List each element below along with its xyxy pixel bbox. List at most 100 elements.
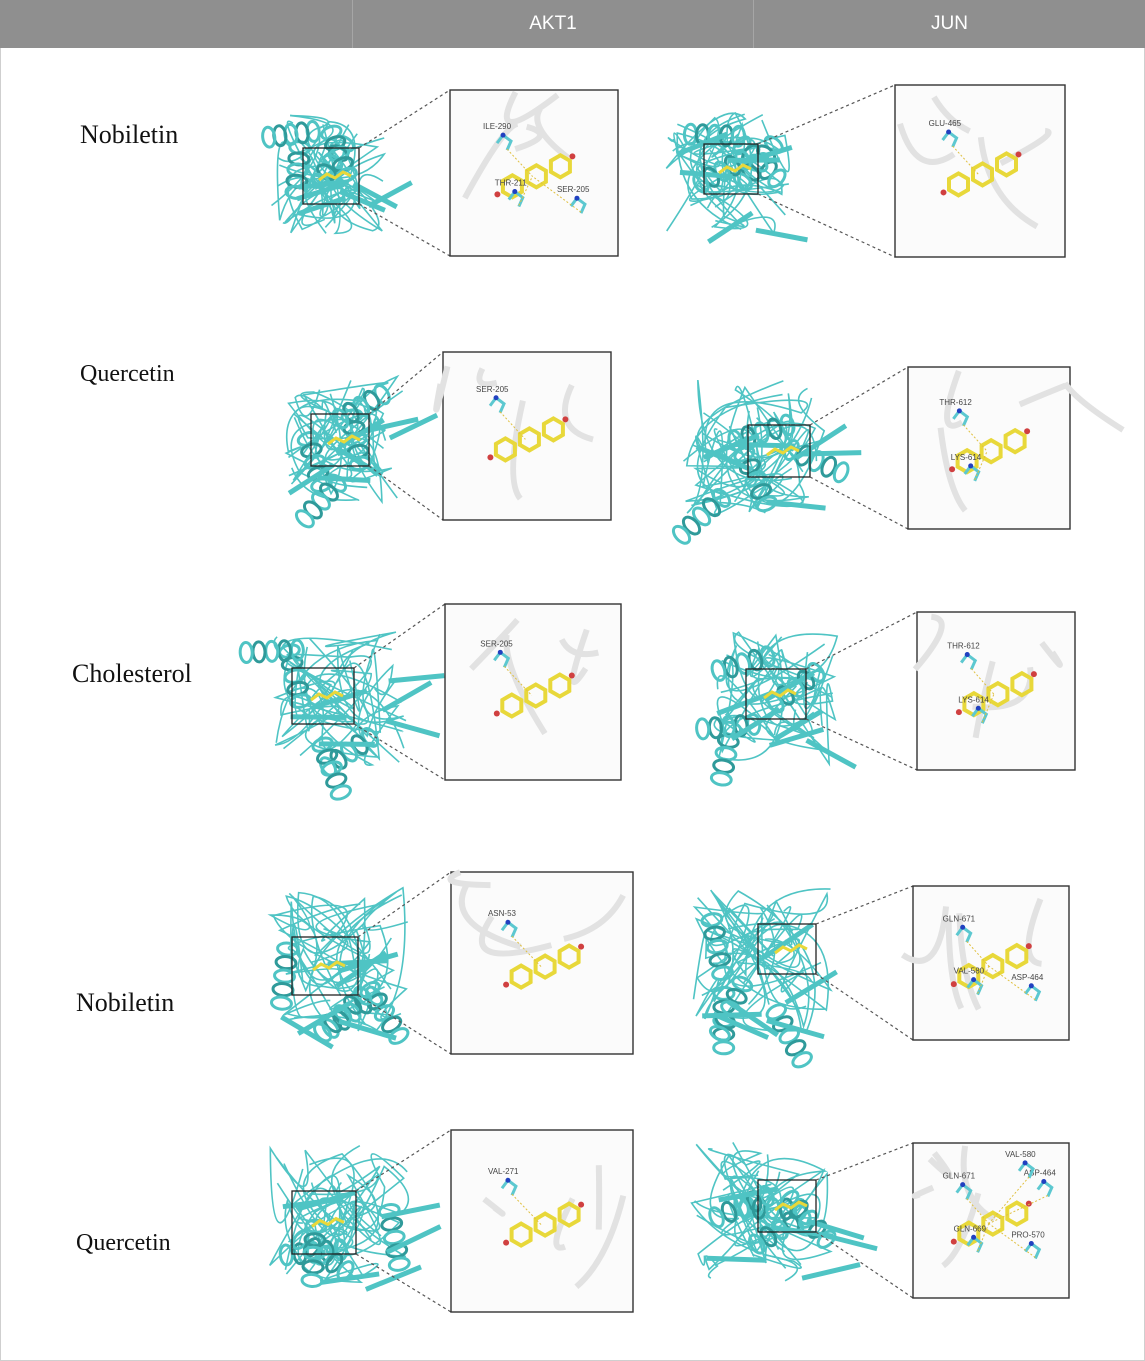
zoom-connector (815, 973, 914, 1041)
residue-stick (971, 693, 995, 724)
ligand-molecule-icon (503, 943, 585, 990)
zoom-connector (809, 476, 909, 530)
residue-label: VAL-580 (954, 967, 985, 976)
protein-ribbon-icon (692, 888, 838, 1069)
protein-ribbon-icon (238, 631, 445, 801)
selection-box (302, 147, 360, 205)
zoom-connector (815, 1231, 914, 1299)
residue-label: THR-211 (495, 179, 527, 188)
residue-stick (488, 395, 526, 440)
zoom-connector (805, 611, 918, 670)
residue-label: GLU-465 (929, 119, 962, 128)
zoom-connector (358, 89, 451, 149)
residue-stick (955, 924, 990, 967)
row-label-nobiletin: Nobiletin (80, 120, 179, 149)
ligand-molecule-icon (310, 690, 344, 702)
residue-stick (493, 649, 533, 696)
zoom-connector (809, 366, 909, 426)
binding-site-zoom: SER-205 (433, 351, 612, 521)
binding-site-zoom: VAL-271 (450, 1129, 634, 1313)
ligand-molecule-icon (940, 151, 1022, 198)
residue-label: VAL-271 (488, 1167, 519, 1176)
ligand-molecule-icon (774, 943, 808, 955)
header-jun: JUN (931, 13, 968, 34)
residue-label: PRO-570 (1011, 1231, 1045, 1240)
protein-ribbon-icon (690, 1142, 878, 1282)
header-divider (352, 0, 353, 48)
zoom-connector (815, 1142, 914, 1181)
selection-box (747, 424, 811, 478)
residue-stick (988, 1179, 1054, 1225)
residue-stick (960, 652, 995, 695)
zoom-connector (355, 1129, 452, 1192)
binding-site-zoom: SER-205 (444, 603, 622, 781)
ligand-molecule-icon (774, 1200, 808, 1212)
binding-site-zoom: GLU-465 (894, 84, 1066, 258)
binding-site-zoom: ASN-53 (447, 869, 634, 1055)
residue-label: THR-612 (947, 642, 980, 651)
selection-box (745, 668, 807, 720)
residue-stick (963, 451, 988, 482)
residue-label: ASP-464 (1011, 973, 1044, 982)
residue-stick (941, 129, 979, 175)
residue-label: VAL-580 (1005, 1150, 1036, 1159)
row-label-quercetin: Quercetin (80, 361, 175, 387)
protein-ribbon-icon (268, 1145, 442, 1292)
ligand-molecule-icon (763, 688, 797, 700)
residue-label: LYS-614 (958, 695, 989, 704)
residue-label: LYS-614 (951, 453, 982, 462)
row-label-quercetin-2: Quercetin (76, 1230, 171, 1256)
row-label-cholesterol: Cholesterol (72, 659, 192, 688)
residue-label: ILE-290 (483, 122, 512, 131)
zoom-connector (357, 994, 452, 1055)
residue-stick (966, 1223, 990, 1253)
residue-stick (988, 965, 1042, 1002)
ligand-molecule-icon (503, 1201, 585, 1248)
ligand-molecule-icon (312, 960, 346, 972)
residue-stick (532, 175, 587, 214)
residue-label: SER-205 (476, 385, 509, 394)
residue-label: GLN-671 (943, 1172, 976, 1181)
ligand-molecule-icon (327, 434, 361, 446)
residue-label: ASN-53 (488, 909, 517, 918)
zoom-connector (805, 718, 918, 771)
ligand-molecule-icon (718, 163, 752, 175)
ligand-molecule-icon (487, 416, 569, 463)
zoom-connector (355, 1253, 452, 1313)
table-header: AKT1 JUN (0, 0, 1145, 48)
header-divider (753, 0, 754, 48)
selection-box (291, 667, 355, 725)
residue-label: SER-205 (480, 639, 513, 648)
header-akt1: AKT1 (529, 13, 577, 34)
selection-box (757, 923, 817, 975)
selection-box (757, 1179, 817, 1233)
residue-stick (952, 408, 988, 452)
residue-stick (966, 965, 990, 996)
ligand-molecule-icon (311, 1216, 345, 1228)
protein-ribbon-icon (671, 379, 862, 545)
selection-box (310, 413, 370, 467)
selection-box (703, 143, 759, 195)
residue-label: GLN-669 (954, 1224, 987, 1233)
protein-ribbon-icon (695, 631, 857, 787)
residue-stick (500, 1177, 542, 1225)
protein-ribbon-icon (261, 114, 413, 235)
residue-label: GLN-671 (943, 914, 976, 923)
protein-ribbon-icon (665, 111, 808, 244)
zoom-connector (353, 603, 446, 669)
residue-stick (507, 176, 533, 208)
zoom-connector (357, 871, 452, 938)
row-label-nobiletin-2: Nobiletin (76, 988, 175, 1017)
residue-label: ASP-464 (1024, 1169, 1057, 1178)
ligand-molecule-icon (318, 170, 352, 182)
selection-box (291, 1190, 357, 1255)
residue-stick (988, 1160, 1035, 1224)
residue-stick (500, 919, 542, 967)
zoom-connector (815, 885, 914, 925)
